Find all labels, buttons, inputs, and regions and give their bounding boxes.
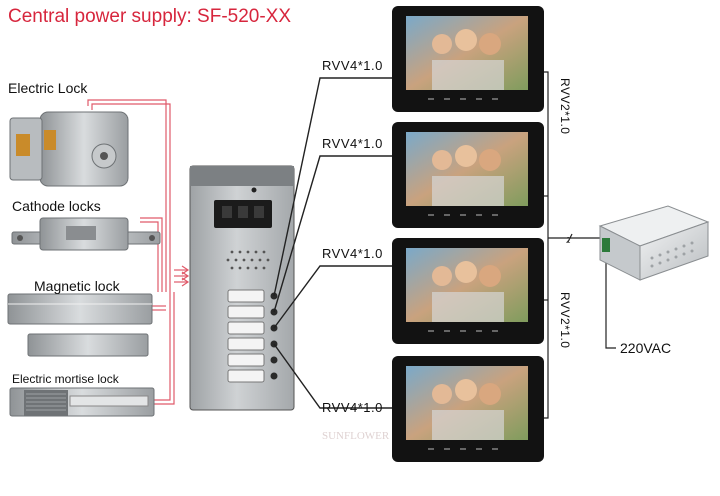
lock-label-magnetic: Magnetic lock — [34, 278, 120, 294]
power-supply-unit — [598, 205, 710, 281]
monitor-cables — [273, 77, 396, 409]
lock-label-mortise: Electric mortise lock — [12, 372, 119, 386]
monitor-1 — [392, 6, 544, 112]
monitor-2 — [392, 122, 544, 228]
diagram-title: Central power supply: SF-520-XX — [8, 6, 292, 27]
bus-label-top: RVV2*1.0 — [558, 78, 572, 135]
monitor-4 — [392, 356, 544, 462]
electric-lock-image — [9, 111, 129, 187]
mortise-lock-image — [9, 387, 155, 417]
cable-label-monitor-3: RVV4*1.0 — [322, 246, 383, 261]
cathode-lock-image — [11, 217, 161, 251]
cable-label-monitor-1: RVV4*1.0 — [322, 58, 383, 73]
outdoor-panel — [189, 165, 295, 411]
cable-label-monitor-2: RVV4*1.0 — [322, 136, 383, 151]
lock-label-cathode: Cathode locks — [12, 198, 101, 214]
power-wire-count: 2 — [566, 236, 571, 245]
power-input-label: 220VAC — [620, 340, 672, 356]
lock-label-electric: Electric Lock — [8, 80, 88, 96]
cable-label-monitor-4: RVV4*1.0 — [322, 400, 383, 415]
watermark-text: SUNFLOWER — [322, 430, 390, 442]
power-bus-lines — [544, 71, 616, 419]
magnetic-lock-image — [7, 293, 153, 357]
monitor-3 — [392, 238, 544, 344]
bus-label-bottom: RVV2*1.0 — [558, 292, 572, 349]
